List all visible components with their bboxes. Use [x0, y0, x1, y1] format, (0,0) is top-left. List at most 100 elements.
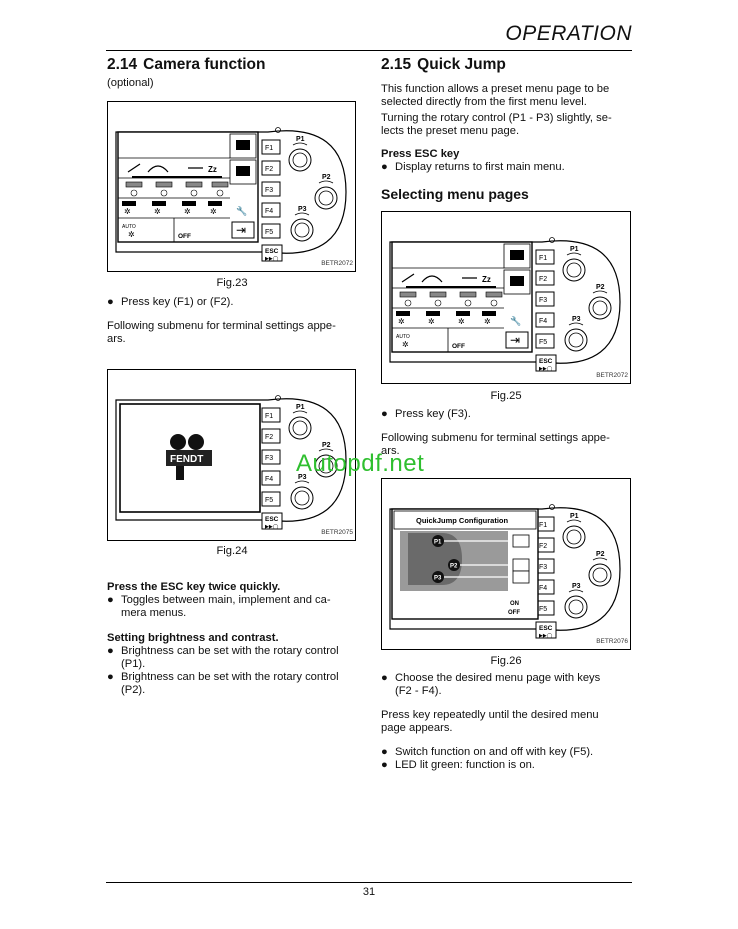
rotary-control-p3	[290, 218, 314, 242]
figure-25-caption: Fig.25	[490, 390, 522, 402]
function-key-label: F2	[539, 543, 547, 550]
gear-icon: ✲	[210, 207, 217, 216]
esc-key	[535, 354, 557, 372]
led-indicator-icon	[275, 395, 281, 401]
rotary-label: P3	[572, 583, 581, 590]
fendt-camera-logo: FENDT	[166, 434, 212, 480]
list-item: ●Brightness can be set with the rotary c…	[107, 671, 357, 697]
list-item: ●LED lit green: function is on.	[381, 759, 631, 772]
rotary-inner-ring	[568, 599, 584, 615]
esc-key-label: ESC	[265, 516, 279, 523]
subheading-esc: Press ESC key	[381, 148, 460, 160]
function-key-f3	[535, 291, 555, 307]
quickjump-selector-shape	[408, 533, 462, 585]
camera-reel-icon	[170, 434, 186, 450]
rotary-label: P3	[298, 474, 307, 481]
bullet-icon: ●	[107, 645, 114, 657]
rotary-label: P1	[296, 136, 305, 143]
function-key-f4	[261, 470, 281, 486]
bullet-icon: ●	[107, 594, 114, 606]
paragraph: Following submenu for terminal settings …	[381, 432, 610, 457]
camera-body-icon	[166, 450, 212, 466]
rotary-arrow-icon	[568, 322, 584, 326]
function-key-f4	[535, 312, 555, 328]
auto-label: AUTO	[122, 224, 136, 230]
function-key-label: F5	[265, 497, 273, 504]
gear-icon: ✲	[484, 317, 491, 326]
rotary-control-p1	[562, 258, 586, 282]
figure-code: BETR2075	[321, 529, 353, 536]
gear-icon: ✲	[128, 230, 135, 239]
progress-bar	[132, 176, 222, 178]
function-key-label: F1	[539, 522, 547, 529]
bullet-text: Switch function on and off with key (F5)…	[395, 746, 594, 758]
gear-icon: ✲	[184, 207, 191, 216]
camera-stand-icon	[176, 466, 184, 480]
target-page-tile	[512, 570, 530, 584]
gear-icon: ✲	[154, 207, 161, 216]
linkage-icon	[459, 291, 477, 298]
dial-icon	[434, 299, 442, 307]
value-badge-icon	[152, 201, 166, 206]
bullet-text: Toggles between main, implement and ca-m…	[121, 594, 331, 619]
function-key-label: F4	[265, 208, 273, 215]
figure-24-caption: Fig.24	[216, 545, 248, 557]
function-key-f3	[261, 449, 281, 465]
gear-icon: ✲	[398, 317, 405, 326]
function-key-label: F2	[265, 434, 273, 441]
rotary-label: P2	[322, 442, 331, 449]
bullet-icon: ●	[381, 408, 388, 420]
function-key-label: F1	[265, 145, 273, 152]
function-key-label: F3	[539, 564, 547, 571]
list-item: ●Switch function on and off with key (F5…	[381, 746, 631, 759]
watermark: Autopdf.net	[296, 450, 425, 477]
exit-arrow-icon: ⇥	[510, 333, 520, 347]
section-title: Camera function	[143, 56, 266, 73]
rotary-marker-label: P2	[450, 564, 458, 570]
camera-icon	[236, 166, 250, 176]
rotary-control-p1	[288, 416, 312, 440]
rotary-control-p2	[314, 454, 338, 478]
rotary-inner-ring	[592, 567, 608, 583]
rotary-inner-ring	[592, 300, 608, 316]
esc-key-label: ESC	[265, 248, 279, 255]
bullet-text: Choose the desired menu page with keys(F…	[395, 672, 601, 697]
rotary-arrow-icon	[292, 410, 308, 414]
paragraph: This function allows a preset menu page …	[381, 83, 610, 108]
bullet-icon: ●	[381, 672, 388, 684]
rotary-arrow-icon	[318, 448, 334, 452]
gear-icon: ✲	[124, 207, 131, 216]
paragraph: Turning the rotary control (P1 - P3) sli…	[381, 112, 612, 137]
value-badge-icon	[426, 311, 440, 316]
dial-icon	[464, 299, 472, 307]
linkage-icon	[429, 291, 447, 298]
rotary-label: P3	[572, 316, 581, 323]
dial-icon	[190, 189, 198, 197]
function-key-label: F1	[539, 255, 547, 262]
function-key-f1	[535, 249, 555, 265]
rotary-label: P2	[596, 551, 605, 558]
rotary-marker-label: P1	[434, 540, 442, 546]
off-label: OFF	[178, 233, 191, 240]
rotary-control-p3	[564, 595, 588, 619]
function-key-f1	[261, 139, 281, 155]
rotary-label: P2	[322, 174, 331, 181]
paragraph: Following submenu for terminal settings …	[107, 320, 357, 346]
rotary-arrow-icon	[318, 180, 334, 184]
list-item: ●Brightness can be set with the rotary c…	[107, 645, 357, 671]
rotary-control-p3	[564, 328, 588, 352]
rotary-arrow-icon	[568, 589, 584, 593]
camera-icon	[510, 250, 524, 260]
bullet-icon: ●	[381, 161, 388, 173]
gear-icon: ✲	[402, 340, 409, 349]
function-key-label: F4	[539, 585, 547, 592]
bullet-icon: ●	[381, 759, 388, 771]
wrench-icon: 🔧	[510, 315, 521, 326]
led-indicator-icon	[549, 504, 555, 510]
camera-reel-icon	[188, 434, 204, 450]
